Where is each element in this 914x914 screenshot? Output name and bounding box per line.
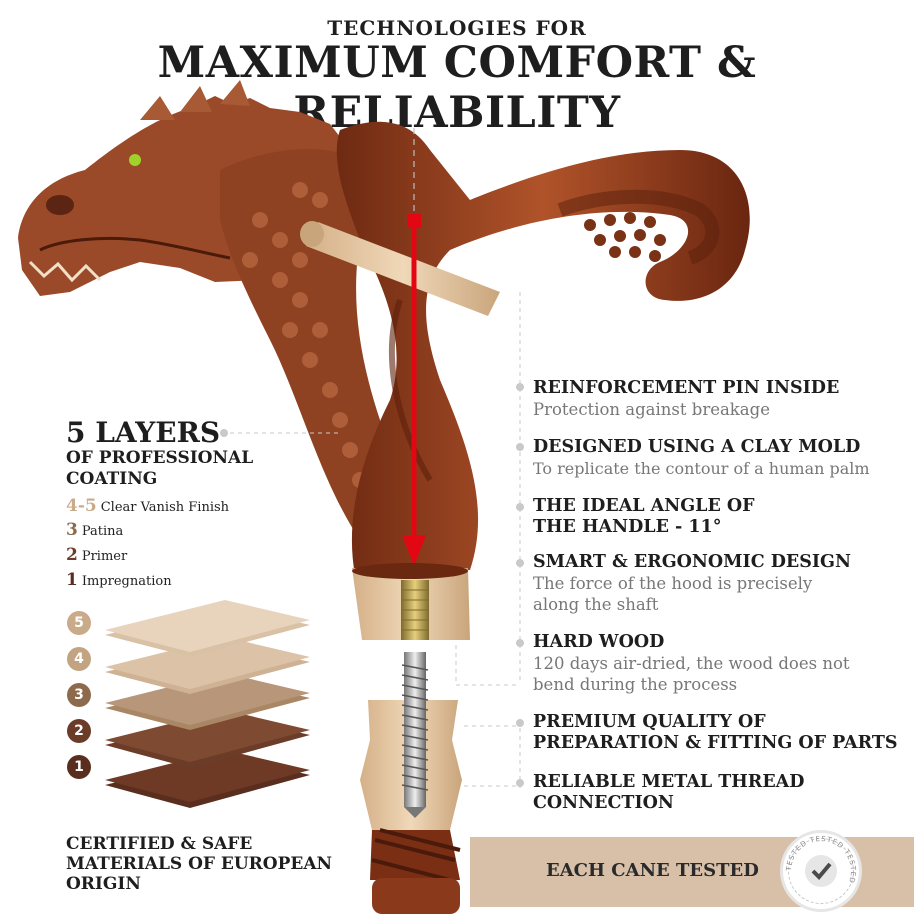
feature-dot xyxy=(516,639,524,647)
layer-badge: 4 xyxy=(67,647,91,671)
feature-dot xyxy=(516,503,524,511)
feature-item: PREMIUM QUALITY OF PREPARATION & FITTING… xyxy=(533,712,903,754)
feature-title: DESIGNED USING A CLAY MOLD xyxy=(533,437,861,457)
tested-badge-ring xyxy=(788,838,854,904)
layer-badge: 5 xyxy=(67,611,91,635)
feature-desc: To replicate the contour of a human palm xyxy=(533,459,870,478)
feature-dot xyxy=(516,719,524,727)
feature-item: THE IDEAL ANGLE OF THE HANDLE - 11° xyxy=(533,496,803,538)
feature-title: SMART & ERGONOMIC DESIGN xyxy=(533,552,851,572)
dragon-eye xyxy=(129,154,141,166)
feature-desc: The force of the hood is precisely along… xyxy=(533,574,813,614)
layer-item-label: Primer xyxy=(81,549,128,564)
layer-item-number: 4-5 xyxy=(66,496,97,516)
feature-dot xyxy=(516,559,524,567)
check-icon xyxy=(811,862,832,880)
feature-title: THE IDEAL ANGLE OF THE HANDLE - 11° xyxy=(533,496,755,537)
tested-banner-label: EACH CANE TESTED xyxy=(546,860,759,881)
header-subtitle: TECHNOLOGIES FOR xyxy=(327,16,587,40)
feature-item: REINFORCEMENT PIN INSIDE Protection agai… xyxy=(533,378,903,420)
feature-title: REINFORCEMENT PIN INSIDE xyxy=(533,378,840,398)
feature-item: RELIABLE METAL THREAD CONNECTION xyxy=(533,772,823,814)
reinforcement-pin xyxy=(300,221,500,316)
layer-item-label: Impregnation xyxy=(81,574,172,589)
header-title: MAXIMUM COMFORT & RELIABILITY xyxy=(157,38,757,138)
layer-item-number: 1 xyxy=(66,570,78,590)
cane-handle xyxy=(336,121,750,575)
layer-stack-illustration xyxy=(105,600,310,808)
layer-item-label: Patina xyxy=(81,524,124,539)
dragon-neck xyxy=(220,149,410,540)
layer-item-number: 3 xyxy=(66,520,78,540)
layer-badge: 3 xyxy=(67,683,91,707)
feature-item: HARD WOOD 120 days air-dried, the wood d… xyxy=(533,632,853,695)
feature-dot xyxy=(516,443,524,451)
feature-desc: 120 days air-dried, the wood does not be… xyxy=(533,654,850,694)
layers-heading: 5 LAYERS xyxy=(66,416,221,449)
handle-base xyxy=(352,563,470,640)
angle-arrow xyxy=(402,214,426,566)
layer-badge: 2 xyxy=(67,719,91,743)
feature-item: SMART & ERGONOMIC DESIGN The force of th… xyxy=(533,552,853,615)
feature-title: PREMIUM QUALITY OF PREPARATION & FITTING… xyxy=(533,712,898,753)
feature-item: DESIGNED USING A CLAY MOLD To replicate … xyxy=(533,437,908,479)
feature-dot xyxy=(516,779,524,787)
layer-badge: 1 xyxy=(67,755,91,779)
layer-item-label: Clear Vanish Finish xyxy=(100,500,230,515)
feature-desc: Protection against breakage xyxy=(533,400,770,419)
feature-title: HARD WOOD xyxy=(533,632,665,652)
layers-subheading: OF PROFESSIONAL COATING xyxy=(66,448,254,489)
feature-title: RELIABLE METAL THREAD CONNECTION xyxy=(533,772,805,813)
tested-badge-seal: TESTED TESTED TESTED xyxy=(785,835,856,887)
shaft-connector xyxy=(360,652,462,914)
layer-item-number: 2 xyxy=(66,545,78,565)
certified-text: CERTIFIED & SAFE MATERIALS OF EUROPEAN O… xyxy=(66,834,333,894)
feature-dot xyxy=(516,383,524,391)
